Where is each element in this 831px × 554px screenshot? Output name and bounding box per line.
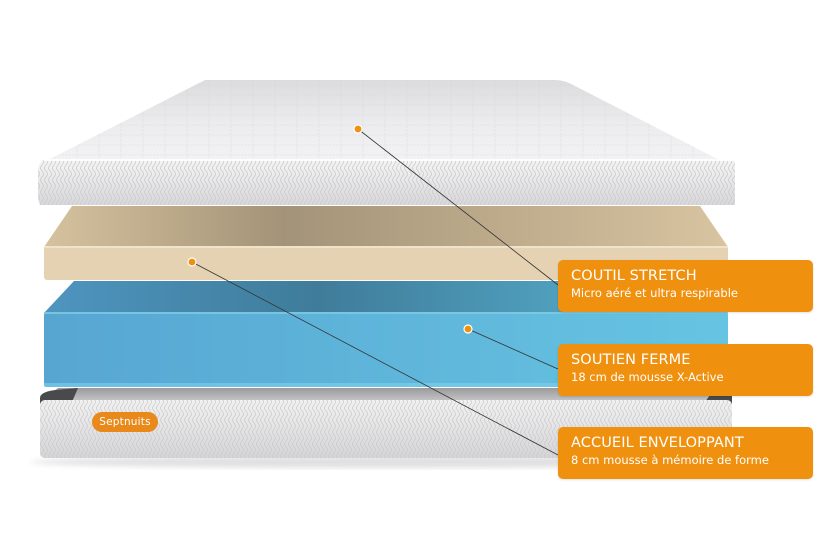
memory-foam-layer	[44, 206, 728, 280]
callout-accueil-enveloppant: ACCUEIL ENVELOPPANT 8 cm mousse à mémoir…	[558, 427, 813, 479]
hotspot-dot-coutil	[353, 124, 363, 134]
leader-lines	[191, 128, 559, 456]
callout-title: COUTIL STRETCH	[571, 268, 697, 284]
hotspot-dots	[187, 124, 473, 334]
brand-logo-badge: Septnuits	[92, 412, 158, 432]
callout-subtitle: 18 cm de mousse X-Active	[571, 370, 724, 384]
leader-line-coutil	[357, 128, 559, 286]
callout-subtitle: Micro aéré et ultra respirable	[571, 286, 738, 300]
callout-subtitle: 8 cm mousse à mémoire de forme	[571, 453, 769, 467]
callout-soutien-ferme: SOUTIEN FERME 18 cm de mousse X-Active	[558, 344, 813, 396]
leader-line-accueil	[191, 261, 559, 456]
leader-line-soutien	[467, 328, 559, 370]
callout-title: SOUTIEN FERME	[571, 352, 691, 368]
callout-coutil-stretch: COUTIL STRETCH Micro aéré et ultra respi…	[558, 260, 813, 312]
callout-title: ACCUEIL ENVELOPPANT	[571, 435, 744, 451]
hotspot-dot-accueil	[187, 257, 197, 267]
top-cover-layer	[38, 80, 735, 205]
hotspot-dot-soutien	[463, 324, 473, 334]
